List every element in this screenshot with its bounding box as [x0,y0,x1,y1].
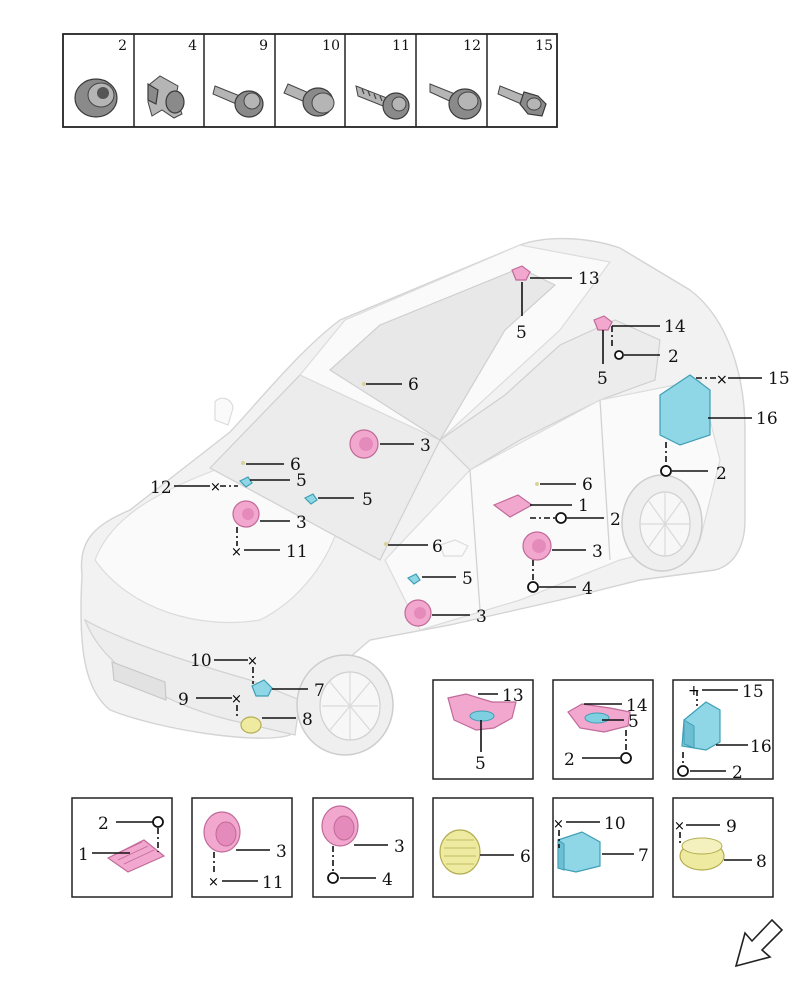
tweeter-5b [303,493,318,505]
bolt-icon [212,85,264,118]
detail-1-label-2: 2 [98,814,109,834]
detail-3a-label: 3 [276,842,287,862]
callout-15: 15 [768,369,790,389]
callout-6-door: 6 [582,475,593,495]
detail-box-3b: 3 4 [312,797,414,898]
detail-box-13: 13 5 [432,679,534,780]
rear-unit-16 [659,374,711,446]
fastener-label-12: 12 [463,38,481,54]
callout-2-rear: 2 [716,464,727,484]
detail-box-1: 2 1 [71,797,173,898]
speaker-door-3 [522,531,552,561]
detail-6-label: 6 [520,847,531,867]
callout-12: 12 [150,478,172,498]
horn-7 [251,679,273,697]
callout-16: 16 [756,409,778,429]
flange-bolt-icon [283,83,335,117]
detail-13-label: 13 [502,686,524,706]
detail-3b-label-4: 4 [382,870,393,890]
sounder-8 [240,716,262,734]
callout-5-c: 5 [462,569,473,589]
callout-4: 4 [582,579,593,599]
push-clip-icon [147,75,185,119]
detail-7-label: 7 [638,846,649,866]
callout-10-vehicle: 10 [190,651,212,671]
detail-box-7: × 10 7 [552,797,654,898]
callout-3-roof: 3 [420,436,431,456]
detail-16-label: 16 [750,737,772,757]
detail-1-label: 1 [78,845,89,865]
speaker-roof-3 [349,429,379,459]
callout-3-door: 3 [592,542,603,562]
callout-13: 13 [578,269,600,289]
svg-text:×: × [210,480,221,495]
svg-text:×: × [674,819,685,834]
detail-box-14: 14 5 2 [552,679,654,780]
callout-11: 11 [286,542,308,562]
detail-3b-label: 3 [394,837,405,857]
tweeter-5c [406,573,421,585]
detail-8-label: 8 [756,852,767,872]
rear-roof-module-14 [593,315,613,331]
callout-14: 14 [664,317,686,337]
detail-16-label-2: 2 [732,763,743,783]
tweeter-5a [238,476,253,488]
callout-2-door: 2 [610,510,621,530]
vehicle-parts [232,265,711,734]
svg-text:×: × [231,545,242,560]
callout-2-roof: 2 [668,347,679,367]
hex-bolt-icon [497,85,547,117]
fastener-strip: 2 4 9 10 11 12 15 [62,33,558,128]
callout-6-roof: 6 [408,375,419,395]
speaker-left-3 [232,500,260,528]
detail-3a-label-11: 11 [262,873,284,893]
detail-13-label-5: 5 [475,754,486,774]
detail-7-label-10: 10 [604,814,626,834]
callout-5-a: 5 [296,471,307,491]
detail-14-label-5: 5 [628,712,639,732]
callout-7-vehicle: 7 [314,681,325,701]
callout-3-lower: 3 [476,607,487,627]
callout-9-vehicle: 9 [178,690,189,710]
detail-box-6: 6 [432,797,534,898]
svg-text:×: × [247,654,258,669]
fastener-label-15: 15 [535,38,553,54]
callout-3-left: 3 [296,513,307,533]
callout-5-roof: 5 [516,323,527,343]
fastener-label-2: 2 [118,38,127,54]
fastener-label-11: 11 [392,38,410,54]
detail-14-label: 14 [626,696,648,716]
callout-6-windshield: 6 [290,455,301,475]
detail-box-3a: 3 × 11 [191,797,293,898]
callout-8-vehicle: 8 [302,710,313,730]
callout-5-b: 5 [362,490,373,510]
vehicle-illustration [80,237,746,756]
svg-text:×: × [231,692,242,707]
detail-box-8: × 9 8 [672,797,774,898]
svg-text:+: + [688,683,700,699]
svg-text:×: × [553,817,564,832]
svg-text:×: × [208,875,219,890]
callout-6-mirror: 6 [432,537,443,557]
speaker-lower-3 [404,599,432,627]
detail-8-label-9: 9 [726,817,737,837]
detail-14-label-2: 2 [564,750,575,770]
svg-text:×: × [716,372,728,388]
nut-icon [74,78,118,118]
direction-arrow-icon [734,918,784,968]
washer-screw-icon [429,83,482,120]
callout-1-vehicle: 1 [578,496,589,516]
fastener-label-10: 10 [322,38,340,54]
fastener-label-4: 4 [188,38,197,54]
roof-module-13 [511,265,531,281]
callout-5-rear: 5 [597,369,608,389]
self-tapping-screw-icon [355,85,410,120]
vehicle-callouts: 13 5 14 2 5 × 15 16 2 6 3 6 1 [150,269,790,730]
detail-box-16: + 15 16 2 [672,679,774,783]
fastener-label-9: 9 [259,38,268,54]
detail-16-label-15: 15 [742,682,764,702]
